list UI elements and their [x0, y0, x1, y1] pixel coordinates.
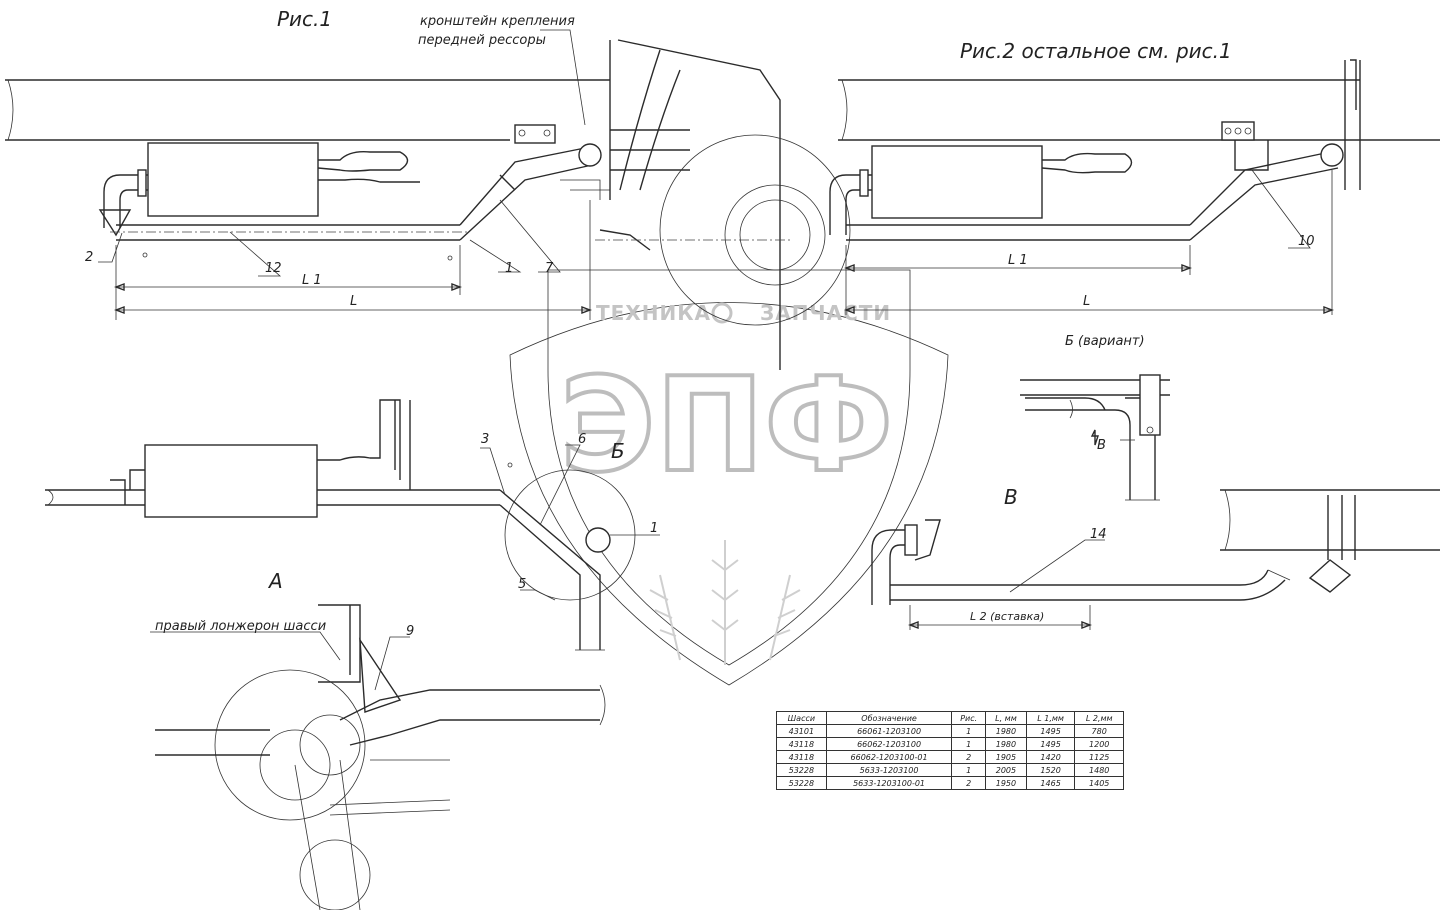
table-header: L, мм — [985, 711, 1027, 725]
view-a-label: А — [267, 569, 283, 593]
table-cell: 66062-1203100-01 — [825, 750, 953, 764]
watermark-big-text: ЭПФ — [560, 349, 893, 501]
table-row: 43118 66062-1203100 1 1980 1495 1200 — [776, 737, 1124, 751]
table-row: 43101 66061-1203100 1 1980 1495 780 — [776, 724, 1124, 738]
table-header: L 2,мм — [1074, 711, 1124, 725]
table-row: 43118 66062-1203100-01 2 1905 1420 1125 — [776, 750, 1124, 764]
view-b-marker: Б — [611, 439, 625, 463]
figure-1-callout-line1: кронштейн крепления — [420, 14, 575, 29]
table-cell: 2005 — [985, 763, 1027, 777]
part-number-6: 6 — [578, 432, 586, 447]
table-header: Шасси — [776, 711, 827, 725]
part-number-5: 5 — [518, 577, 526, 592]
view-a — [150, 604, 606, 910]
figure-2-dimension-l: L — [1083, 294, 1090, 309]
view-b-arrow-label: В — [1097, 438, 1106, 453]
figure-2-title: Рис.2 остальное см. рис.1 — [960, 39, 1232, 63]
figure-2 — [829, 59, 1440, 315]
dimension-l: L — [350, 294, 357, 309]
table-cell: 43118 — [776, 737, 827, 751]
watermark-top-text: ТЕХНИКА — [596, 301, 711, 325]
table-cell: 1905 — [985, 750, 1027, 764]
table-header: L 1,мм — [1025, 711, 1076, 725]
table-cell: 5633-1203100 — [825, 763, 953, 777]
part-number-7: 7 — [545, 261, 554, 276]
figure-side-view — [45, 399, 660, 651]
table-cell: 1 — [951, 763, 987, 777]
wheat-icon — [649, 540, 801, 665]
table-cell: 1520 — [1025, 763, 1076, 777]
table-header-row: Шасси Обозначение Рис. L, мм L 1,мм L 2,… — [776, 711, 1124, 725]
part-number-2: 2 — [85, 250, 93, 265]
table-header: Обозначение — [825, 711, 953, 725]
table-cell: 1465 — [1025, 776, 1076, 790]
table-cell: 1125 — [1074, 750, 1124, 764]
part-number-1-side: 1 — [650, 521, 658, 536]
table-cell: 2 — [951, 776, 987, 790]
table-cell: 66061-1203100 — [825, 724, 953, 738]
table-cell: 780 — [1074, 724, 1124, 738]
table-cell: 43118 — [776, 750, 827, 764]
table-cell: 1495 — [1025, 737, 1076, 751]
part-number-9: 9 — [406, 624, 414, 639]
watermark: ТЕХНИКА ЗАПЧАСТИ ЭПФ — [509, 269, 949, 686]
part-number-14: 14 — [1090, 527, 1107, 542]
table-cell: 53228 — [776, 776, 827, 790]
table-row: 53228 5633-1203100-01 2 1950 1465 1405 — [776, 776, 1124, 790]
view-b-label: Б (вариант) — [1065, 334, 1145, 349]
view-b-variant — [1020, 374, 1170, 501]
table-cell: 5633-1203100-01 — [825, 776, 953, 790]
table-cell: 1480 — [1074, 763, 1124, 777]
table-cell: 53228 — [776, 763, 827, 777]
table-cell: 1420 — [1025, 750, 1076, 764]
table-cell: 1 — [951, 737, 987, 751]
table-cell: 1405 — [1074, 776, 1124, 790]
view-v-dimension: L 2 (вставка) — [970, 610, 1044, 623]
view-v-label: В — [1004, 485, 1018, 509]
table-cell: 43101 — [776, 724, 827, 738]
figure-2-dimension-l1: L 1 — [1008, 253, 1028, 268]
part-number-1: 1 — [505, 261, 513, 276]
table-cell: 1 — [951, 724, 987, 738]
part-number-12: 12 — [265, 261, 282, 276]
table-header: Рис. — [951, 711, 987, 725]
dimension-l1: L 1 — [302, 273, 322, 288]
part-number-3: 3 — [481, 432, 489, 447]
table-cell: 66062-1203100 — [825, 737, 953, 751]
table-cell: 1200 — [1074, 737, 1124, 751]
table-cell: 1950 — [985, 776, 1027, 790]
table-cell: 1980 — [985, 724, 1027, 738]
view-v — [871, 489, 1440, 630]
table-cell: 1980 — [985, 737, 1027, 751]
figure-1-title: Рис.1 — [277, 7, 332, 31]
part-number-10: 10 — [1298, 234, 1315, 249]
table-cell: 2 — [951, 750, 987, 764]
table-cell: 1495 — [1025, 724, 1076, 738]
view-a-callout: правый лонжерон шасси — [155, 619, 326, 634]
figure-1 — [5, 29, 851, 370]
specification-table: Шасси Обозначение Рис. L, мм L 1,мм L 2,… — [776, 711, 1124, 790]
figure-1-callout-line2: передней рессоры — [418, 33, 546, 48]
gear-icon — [711, 302, 733, 324]
table-row: 53228 5633-1203100 1 2005 1520 1480 — [776, 763, 1124, 777]
